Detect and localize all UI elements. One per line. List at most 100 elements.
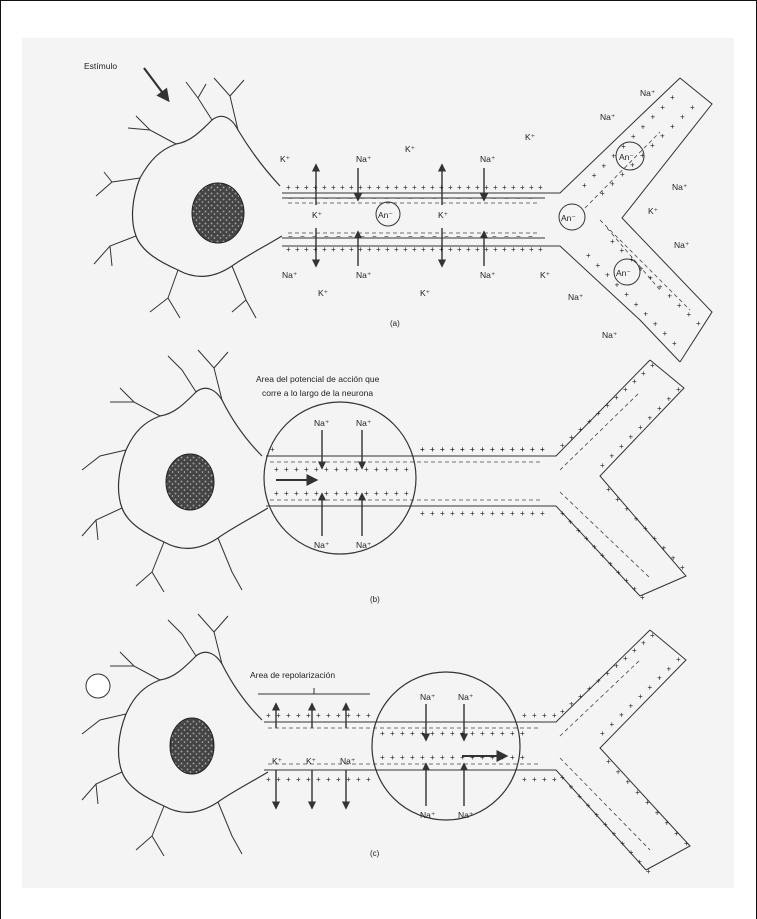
plus-charge: + [430, 509, 435, 518]
plus-charge: + [674, 829, 679, 838]
plus-charge: + [540, 445, 545, 454]
plus-charge: + [500, 753, 505, 762]
plus-charge: + [650, 631, 655, 640]
k-label: K⁺ [318, 288, 329, 298]
plus-charge: + [385, 183, 390, 192]
plus-charge: + [403, 183, 408, 192]
k-label: K⁺ [272, 756, 283, 766]
plus-charge: + [457, 183, 462, 192]
plus-charge: + [600, 189, 605, 198]
plus-charge: + [680, 113, 685, 122]
plus-charge: + [394, 245, 399, 254]
plus-charge: + [606, 757, 611, 766]
anion-label: An⁻ [616, 268, 631, 278]
plus-charge: + [648, 683, 653, 692]
plus-charge: + [511, 183, 516, 192]
plus-charge: + [610, 237, 615, 246]
repolarization-label: Area de repolarización [250, 670, 335, 680]
plus-charge: + [430, 245, 435, 254]
plus-charge: + [340, 183, 345, 192]
na-label: Na⁺ [314, 418, 330, 428]
plus-charge: + [560, 441, 565, 450]
plus-charge: + [532, 775, 537, 784]
k-label: K⁺ [648, 206, 659, 216]
minus-charge: − [384, 194, 389, 203]
plus-charge: + [638, 423, 643, 432]
plus-charge: + [605, 669, 610, 678]
plus-charge: + [340, 245, 345, 254]
plus-charge: + [603, 820, 608, 829]
plus-charge: + [356, 775, 361, 784]
plus-charge: + [394, 183, 399, 192]
plus-charge: + [632, 646, 637, 655]
minus-charge: − [468, 194, 473, 203]
plus-charge: + [684, 839, 689, 848]
plus-charge: + [560, 707, 565, 716]
plus-charge: + [470, 445, 475, 454]
plus-charge: + [615, 495, 620, 504]
plus-charge: + [322, 183, 327, 192]
plus-charge: + [394, 489, 399, 498]
na-label: Na⁺ [420, 692, 436, 702]
plus-charge: + [460, 729, 465, 738]
plus-charge: + [676, 655, 681, 664]
plus-charge: + [643, 524, 648, 533]
plus-charge: + [690, 103, 695, 112]
plus-charge: + [334, 489, 339, 498]
plus-charge: + [634, 514, 639, 523]
membrane-charges-a: ++++++++++++++++++++++++++++++++++++++++… [286, 93, 701, 348]
plus-charge: + [569, 782, 574, 791]
plus-charge: + [294, 489, 299, 498]
plus-charge: + [643, 310, 648, 319]
k-label: K⁺ [525, 132, 536, 142]
plus-charge: + [430, 445, 435, 454]
plus-charge: + [540, 509, 545, 518]
plus-charge: + [394, 465, 399, 474]
plus-charge: + [586, 801, 591, 810]
minus-charge: − [324, 194, 329, 203]
plus-charge: + [384, 465, 389, 474]
panel-a: Estímulo K⁺ Na⁺ K⁺ Na⁺ K⁺ Na⁺ Na⁺ K⁺ K⁺ … [84, 61, 712, 362]
minus-charge: − [480, 232, 485, 241]
plus-charge: + [420, 509, 425, 518]
na-label: Na⁺ [480, 270, 496, 280]
k-label: K⁺ [438, 210, 449, 220]
minus-charge: − [360, 232, 365, 241]
minus-charge: − [348, 232, 353, 241]
plus-charge: + [608, 559, 613, 568]
na-label: Na⁺ [458, 810, 474, 820]
plus-charge: + [532, 711, 537, 720]
plus-charge: + [520, 183, 525, 192]
ion-labels-a: K⁺ Na⁺ K⁺ Na⁺ K⁺ Na⁺ Na⁺ K⁺ K⁺ Na⁺ K⁺ Na… [280, 88, 690, 340]
minus-charge: − [312, 232, 317, 241]
panel-b: Area del potencial de acción que corre a… [82, 350, 686, 604]
plus-charge: + [326, 775, 331, 784]
plus-charge: + [653, 319, 658, 328]
plus-charge: + [354, 465, 359, 474]
minus-charge: − [468, 232, 473, 241]
plus-charge: + [624, 576, 629, 585]
plus-charge: + [421, 245, 426, 254]
plus-charge: + [670, 93, 675, 102]
plus-charge: + [490, 509, 495, 518]
plus-charge: + [594, 811, 599, 820]
plus-charge: + [569, 699, 574, 708]
plus-charge: + [629, 255, 634, 264]
plus-charge: + [480, 445, 485, 454]
plus-charge: + [475, 183, 480, 192]
plus-charge: + [620, 839, 625, 848]
plus-charge: + [313, 245, 318, 254]
plus-charge: + [511, 245, 516, 254]
plus-charge: + [385, 245, 390, 254]
plus-charge: + [680, 563, 685, 572]
plus-charge: + [602, 161, 607, 170]
plus-charge: + [641, 122, 646, 131]
dendrites [82, 614, 242, 856]
plus-charge: + [316, 775, 321, 784]
plus-charge: + [448, 245, 453, 254]
plus-charge: + [466, 183, 471, 192]
minus-charge: − [288, 194, 293, 203]
plus-charge: + [331, 245, 336, 254]
na-label: Na⁺ [672, 182, 688, 192]
minus-charge: − [516, 194, 521, 203]
